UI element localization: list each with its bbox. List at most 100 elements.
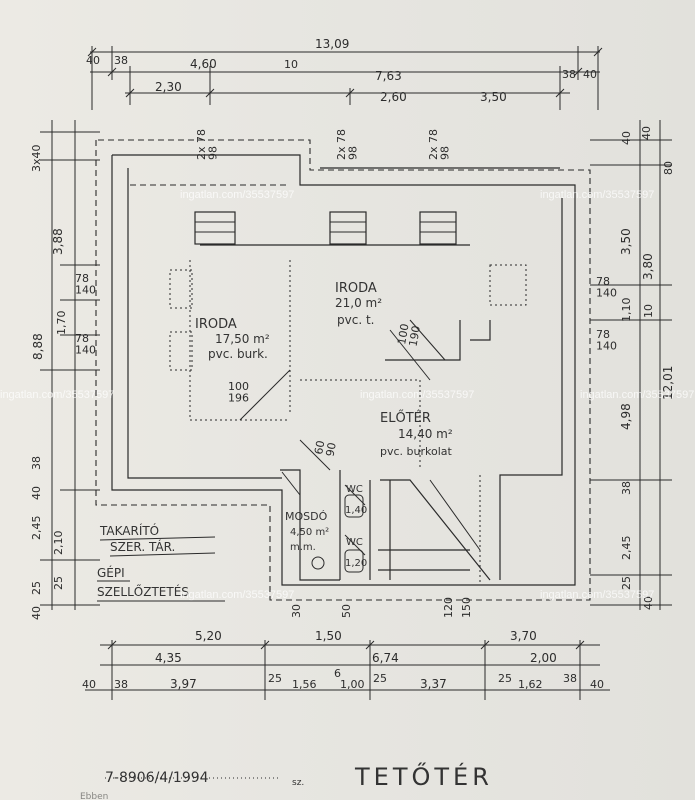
dim-total-width: 13,09 <box>315 37 349 51</box>
window <box>169 331 193 371</box>
dim-right: 2,45 <box>620 536 633 561</box>
dim-bottom: 3,70 <box>510 629 537 643</box>
dim-bottom: 6 <box>334 667 341 680</box>
window <box>419 211 457 245</box>
dim-top: 40 <box>86 54 100 67</box>
dim-stairs: 100190 <box>395 323 423 348</box>
room-name: WC <box>346 484 363 495</box>
dim-bottom: 120 <box>442 597 455 618</box>
bottom-dimension-lines <box>85 640 610 700</box>
room-name: ELŐTÉR <box>380 410 431 426</box>
room-wc-upper: WC 1,40 <box>345 484 367 516</box>
dim-bottom: 1,00 <box>340 678 365 691</box>
room-name: MOSDÓ <box>285 510 328 523</box>
room-name: IRODA <box>195 317 237 332</box>
dim-left: 25 <box>52 576 65 590</box>
dim-bottom: 25 <box>498 672 512 685</box>
dim-top: 2,30 <box>155 80 182 94</box>
dim-bottom: 25 <box>373 672 387 685</box>
room-area: 17,50 m² <box>215 332 270 346</box>
top-dimension-labels: 13,09 40 38 4,60 10 7,63 38 40 2,30 2,60… <box>86 37 597 160</box>
dim-bottom: 5,20 <box>195 629 222 643</box>
title-block: TETŐTÉR 7-8906/4/1994 sz. Ebben <box>80 761 493 800</box>
room-floor: pvc. burkolat <box>380 445 453 458</box>
right-dimension-lines <box>590 120 672 610</box>
room-name: IRODA <box>335 281 377 296</box>
top-dimension-lines <box>87 46 603 110</box>
room-sub: SZER. TÁR. <box>110 539 175 554</box>
window <box>194 211 236 245</box>
dim-top: 10 <box>284 58 298 71</box>
walls <box>95 139 591 601</box>
toilet-icon <box>344 549 364 573</box>
room-irodo-left: IRODA 17,50 m² pvc. burk. <box>195 317 270 361</box>
room-mosdo: MOSDÓ 4,50 m² m.m. <box>285 510 329 553</box>
room-name: GÉPI <box>97 565 125 580</box>
dim-right: 38 <box>620 481 633 495</box>
dim-bottom: 4,35 <box>155 651 182 665</box>
dim-bottom: 38 <box>563 672 577 685</box>
dim-window-top: 2x 7898 <box>427 129 452 160</box>
watermark-text: ingatlan.com/35537597 <box>540 589 654 601</box>
dim-bottom: 6,74 <box>372 651 399 665</box>
dim-bottom: 30 <box>290 604 303 618</box>
dim-top: 38 <box>562 68 576 81</box>
room-area: 14,40 m² <box>398 427 453 441</box>
footer-fragment: Ebben <box>80 792 108 800</box>
dim-right: 40 <box>642 596 655 610</box>
dim-top: 40 <box>583 68 597 81</box>
drawing-number: 7-8906/4/1994 <box>105 770 209 786</box>
watermark-text: ingatlan.com/35537597 <box>540 189 654 201</box>
footer-sz: sz. <box>292 778 304 788</box>
dim-bottom: 3,97 <box>170 677 197 691</box>
dim-left: 2,10 <box>52 531 65 556</box>
room-sub: SZELLŐZTETÉS <box>97 584 189 599</box>
dim-left: 1,70 <box>55 311 68 336</box>
dim-bottom: 1,56 <box>292 678 317 691</box>
room-floor: m.m. <box>290 542 316 553</box>
dim-right: 40 <box>620 131 633 145</box>
window <box>489 264 527 306</box>
dim-right: 3,50 <box>619 228 633 255</box>
window <box>329 211 367 245</box>
watermark-text: ingatlan.com/35537597 <box>0 389 114 401</box>
bottom-dimension-labels: 5,20 1,50 3,70 4,35 6,74 2,00 40 38 3,97… <box>82 597 604 691</box>
washbasin-icon <box>311 556 325 570</box>
dim-left: 3,88 <box>51 228 65 255</box>
toilet-icon <box>344 494 364 518</box>
room-floor: pvc. burk. <box>208 347 268 361</box>
dim-bottom: 40 <box>590 678 604 691</box>
dim-left: 40 <box>30 486 43 500</box>
dim-right: 10 <box>642 304 655 318</box>
dim-bottom: 50 <box>340 604 353 618</box>
watermark-text: ingatlan.com/35537597 <box>360 389 474 401</box>
window <box>169 269 193 309</box>
dim-right: 1,10 <box>620 298 633 323</box>
room-name: WC <box>346 537 363 548</box>
dim-left: 40 <box>30 606 43 620</box>
watermarks: ingatlan.com/35537597 ingatlan.com/35537… <box>0 189 694 601</box>
dim-left: 25 <box>30 581 43 595</box>
dim-bottom: 38 <box>114 678 128 691</box>
dim-left: 2,45 <box>30 516 43 541</box>
dim-top: 4,60 <box>190 57 217 71</box>
dim-top: 3,50 <box>480 90 507 104</box>
left-dimension-lines <box>40 120 100 610</box>
sanitary-fixtures <box>311 494 364 573</box>
dim-window-top: 2x 7898 <box>195 129 220 160</box>
dim-right: 12,01 <box>661 366 675 400</box>
dim-right: 40 <box>640 126 653 140</box>
room-eloter: ELŐTÉR 14,40 m² pvc. burkolat <box>380 410 453 458</box>
dim-top: 38 <box>114 54 128 67</box>
drawing-title: TETŐTÉR <box>354 761 493 791</box>
watermark-text: ingatlan.com/35537597 <box>580 389 694 401</box>
dim-bottom: 1,50 <box>315 629 342 643</box>
